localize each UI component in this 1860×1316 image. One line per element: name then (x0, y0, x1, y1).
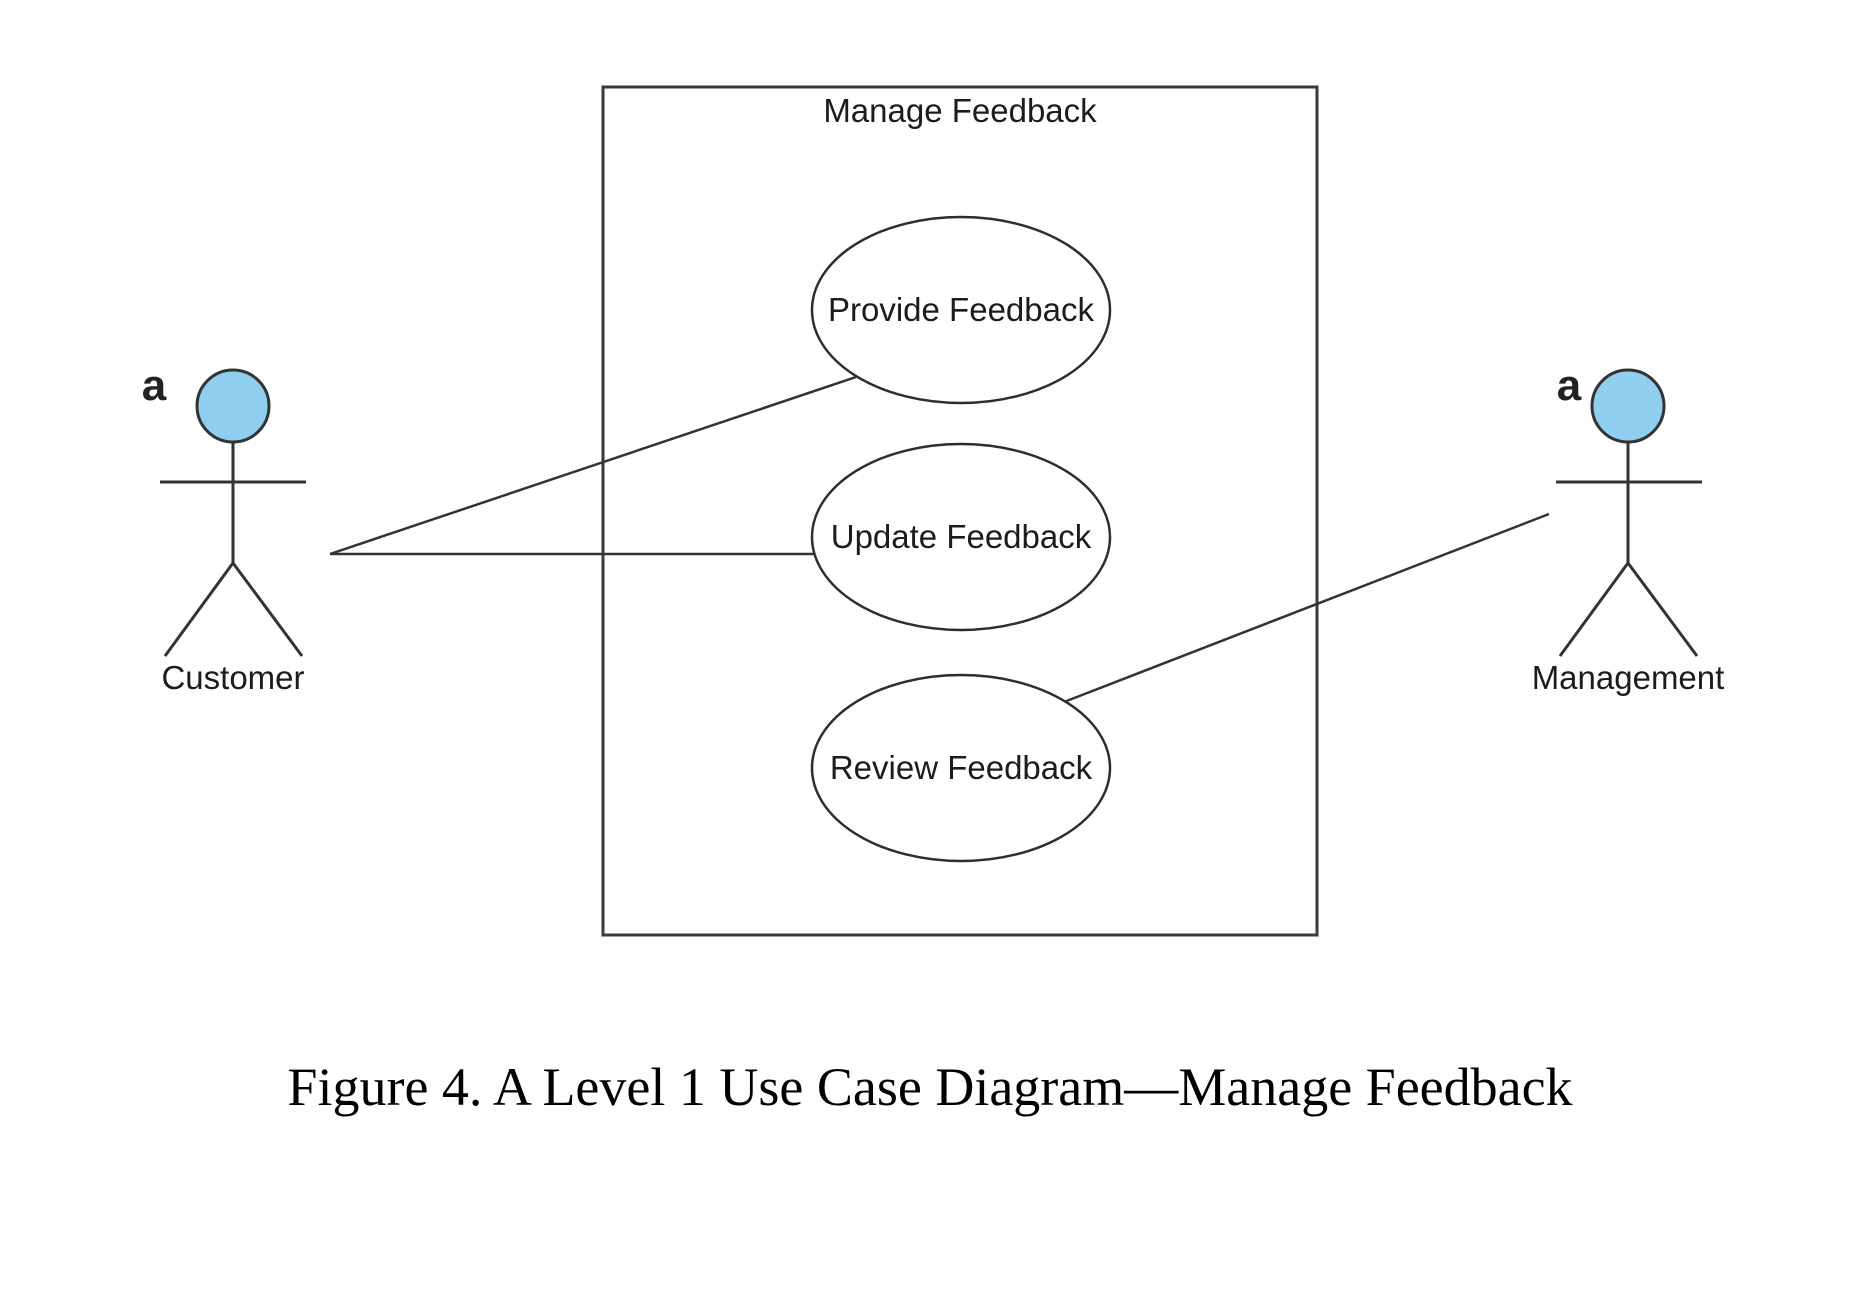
use-case-review-feedback-label: Review Feedback (829, 749, 1093, 786)
system-boundary-box (601, 85, 1319, 937)
actor-customer-name-label: Customer (161, 659, 305, 696)
actor-customer-head (195, 368, 271, 444)
actor-customer-leg-right (231, 562, 304, 657)
system-boundary-title: Manage Feedback (823, 92, 1097, 129)
actor-customer-leg-left (163, 562, 235, 657)
actor-management-name-label: Management (1531, 659, 1725, 696)
actor-management-leg-right (1626, 562, 1699, 657)
figure-caption: Figure 4. A Level 1 Use Case Diagram—Man… (287, 1057, 1573, 1117)
actor-management-head (1590, 368, 1666, 444)
association-management-review-feedback (1063, 512, 1550, 704)
use-case-provide-feedback-ellipse (810, 215, 1112, 405)
actor-customer-stereotype-label: a (141, 361, 167, 410)
actor-management-leg-left (1558, 562, 1630, 657)
use-case-update-feedback-ellipse (810, 442, 1112, 632)
use-case-provide-feedback-label: Provide Feedback (828, 291, 1094, 328)
use-case-update-feedback-label: Update Feedback (830, 518, 1092, 555)
use-case-review-feedback-ellipse (810, 673, 1112, 863)
actor-management-figure (1556, 368, 1702, 657)
actor-management-stereotype-label: a (1556, 361, 1582, 410)
association-customer-provide-feedback (329, 375, 857, 556)
actor-customer-figure (160, 368, 306, 657)
